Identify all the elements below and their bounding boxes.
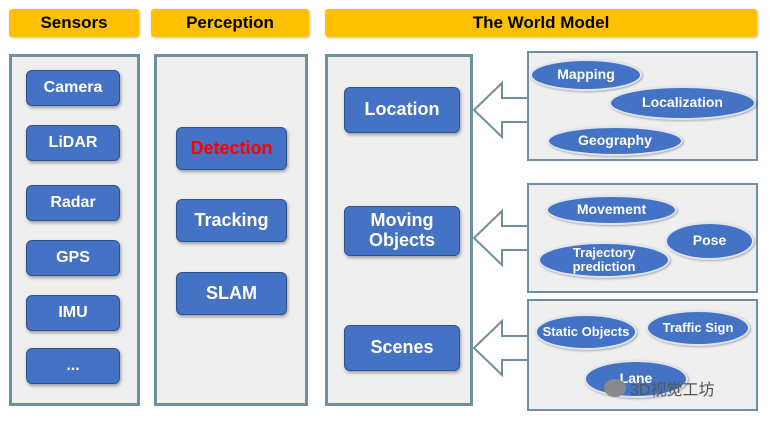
node-location: Location <box>344 87 460 133</box>
node-detection: Detection <box>176 127 287 170</box>
ellipse-trajectory-prediction: Trajectory prediction <box>538 242 670 278</box>
arrow-location <box>472 80 529 140</box>
watermark-text: 3D视觉工坊 <box>630 382 715 399</box>
arrow-scenes <box>472 318 529 378</box>
node-lidar: LiDAR <box>26 125 120 161</box>
node-camera: Camera <box>26 70 120 106</box>
sensors-panel <box>9 54 140 406</box>
ellipse-mapping: Mapping <box>530 59 642 91</box>
header-world-model: The World Model <box>325 9 757 37</box>
ellipse-lane: Lane <box>584 360 688 398</box>
ellipse-static-objects: Static Objects <box>535 314 637 350</box>
ellipse-traffic-sign: Traffic Sign <box>646 310 750 346</box>
ellipse-movement: Movement <box>546 195 677 225</box>
node-slam: SLAM <box>176 272 287 315</box>
node-scenes: Scenes <box>344 325 460 371</box>
header-sensors: Sensors <box>9 9 139 37</box>
ellipse-localization: Localization <box>609 86 756 120</box>
wechat-icon <box>604 379 626 397</box>
header-perception: Perception <box>151 9 309 37</box>
ellipse-geography: Geography <box>547 126 683 156</box>
node-tracking: Tracking <box>176 199 287 242</box>
node-more: ... <box>26 348 120 384</box>
node-imu: IMU <box>26 295 120 331</box>
node-radar: Radar <box>26 185 120 221</box>
watermark: 3D视觉工坊 <box>604 376 714 400</box>
node-gps: GPS <box>26 240 120 276</box>
node-moving-objects: Moving Objects <box>344 206 460 256</box>
ellipse-pose: Pose <box>665 222 754 260</box>
arrow-moving-objects <box>472 208 529 268</box>
